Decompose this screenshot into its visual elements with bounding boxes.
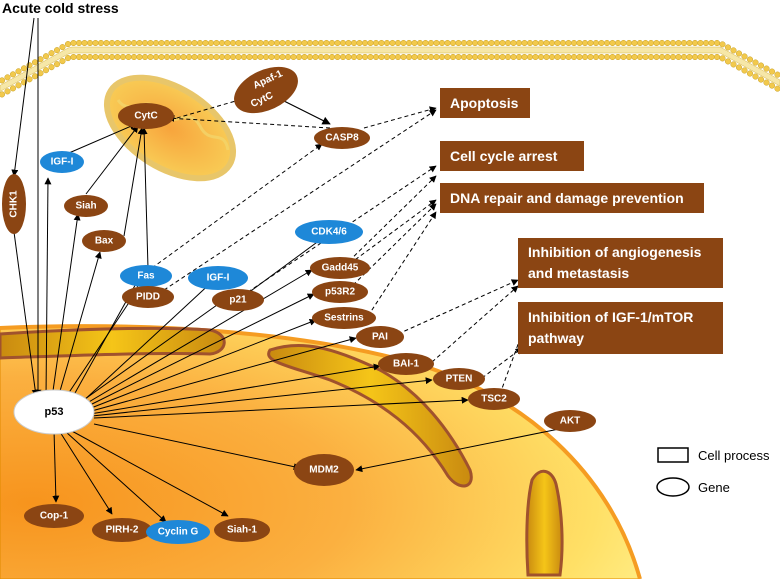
gene-p21: p21 [212,289,264,311]
svg-text:CytC: CytC [134,111,157,122]
gene-tsc2: TSC2 [468,388,520,410]
svg-text:Siah: Siah [75,201,96,212]
apaf-to-casp8-arrow [281,99,331,125]
gene-cop1: Cop-1 [24,504,84,528]
diagram-title: Acute cold stress [2,0,119,16]
svg-text:PAI: PAI [372,332,388,343]
mitochondrion [103,74,237,182]
svg-text:MDM2: MDM2 [309,465,339,476]
svg-text:p21: p21 [229,295,247,306]
svg-text:Bax: Bax [95,236,114,247]
gene-gadd45: Gadd45 [310,257,370,279]
gene-p53: p53 [13,389,95,435]
gene-sestrins: Sestrins [312,307,376,329]
process-dna-repair: DNA repair and damage prevention [440,183,704,213]
process-cell-cycle-arrest-label: Cell cycle arrest [450,148,558,164]
gene-apaf1-cytc: Apaf-1 CytC [234,66,298,114]
gene-siah1: Siah-1 [214,518,270,542]
svg-text:p53: p53 [45,406,64,418]
gene-cyclin-g: Cyclin G [146,520,210,544]
svg-text:CHK1: CHK1 [9,190,20,218]
svg-text:Cyclin G: Cyclin G [158,527,199,538]
edges [11,17,565,523]
process-igf-mtor: Inhibition of IGF-1/mTOR pathway [518,302,723,354]
svg-text:PIRH-2: PIRH-2 [106,525,139,536]
gene-casp8: CASP8 [314,127,370,149]
svg-text:IGF-I: IGF-I [51,157,74,168]
gene-bax: Bax [82,230,126,252]
process-angiogenesis: Inhibition of angiogenesis and metastasi… [518,238,723,288]
gene-cdk46: CDK4/6 [295,220,363,244]
legend-gene-label: Gene [698,480,730,495]
svg-text:Fas: Fas [137,271,155,282]
svg-text:AKT: AKT [560,416,581,427]
legend-cell-process-swatch [657,447,689,463]
process-apoptosis-label: Apoptosis [450,95,519,111]
process-igf-mtor-label-1: Inhibition of IGF-1/mTOR [528,309,693,325]
gene-pirh2: PIRH-2 [92,518,152,542]
process-angiogenesis-label-1: Inhibition of angiogenesis [528,244,702,260]
process-dna-repair-label: DNA repair and damage prevention [450,190,684,206]
gene-siah: Siah [64,195,108,217]
gene-akt: AKT [544,410,596,432]
svg-text:IGF-I: IGF-I [207,273,230,284]
gene-igf1-top: IGF-I [40,151,84,173]
gene-pai: PAI [356,326,404,348]
svg-text:CDK4/6: CDK4/6 [311,227,347,238]
process-apoptosis: Apoptosis [440,88,530,118]
gene-pten: PTEN [433,368,485,390]
svg-text:PTEN: PTEN [446,374,473,385]
gene-chk1: CHK1 [2,174,26,234]
cell-membrane [0,39,780,98]
gene-bai1: BAI-1 [378,353,434,375]
gene-p53r2: p53R2 [312,281,368,303]
svg-text:Gadd45: Gadd45 [322,263,359,274]
process-angiogenesis-label-2: and metastasis [528,265,629,281]
svg-text:TSC2: TSC2 [481,394,507,405]
svg-text:PIDD: PIDD [136,292,160,303]
svg-text:BAI-1: BAI-1 [393,359,420,370]
svg-text:Siah-1: Siah-1 [227,525,257,536]
svg-text:Cop-1: Cop-1 [40,511,69,522]
legend-gene-swatch [656,477,690,497]
gene-igf1-mid: IGF-I [188,266,248,290]
svg-text:p53R2: p53R2 [325,287,355,298]
process-cell-cycle-arrest: Cell cycle arrest [440,141,584,171]
gene-cytc: CytC [118,103,174,129]
gene-pidd: PIDD [122,286,174,308]
process-igf-mtor-label-2: pathway [528,330,584,346]
endoplasmic-reticulum [0,326,564,577]
legend: Cell process Gene [656,447,770,497]
legend-cell-process-label: Cell process [698,448,770,463]
svg-text:CASP8: CASP8 [325,133,359,144]
gene-mdm2: MDM2 [294,454,354,486]
gene-fas: Fas [120,265,172,287]
svg-text:Sestrins: Sestrins [324,313,364,324]
